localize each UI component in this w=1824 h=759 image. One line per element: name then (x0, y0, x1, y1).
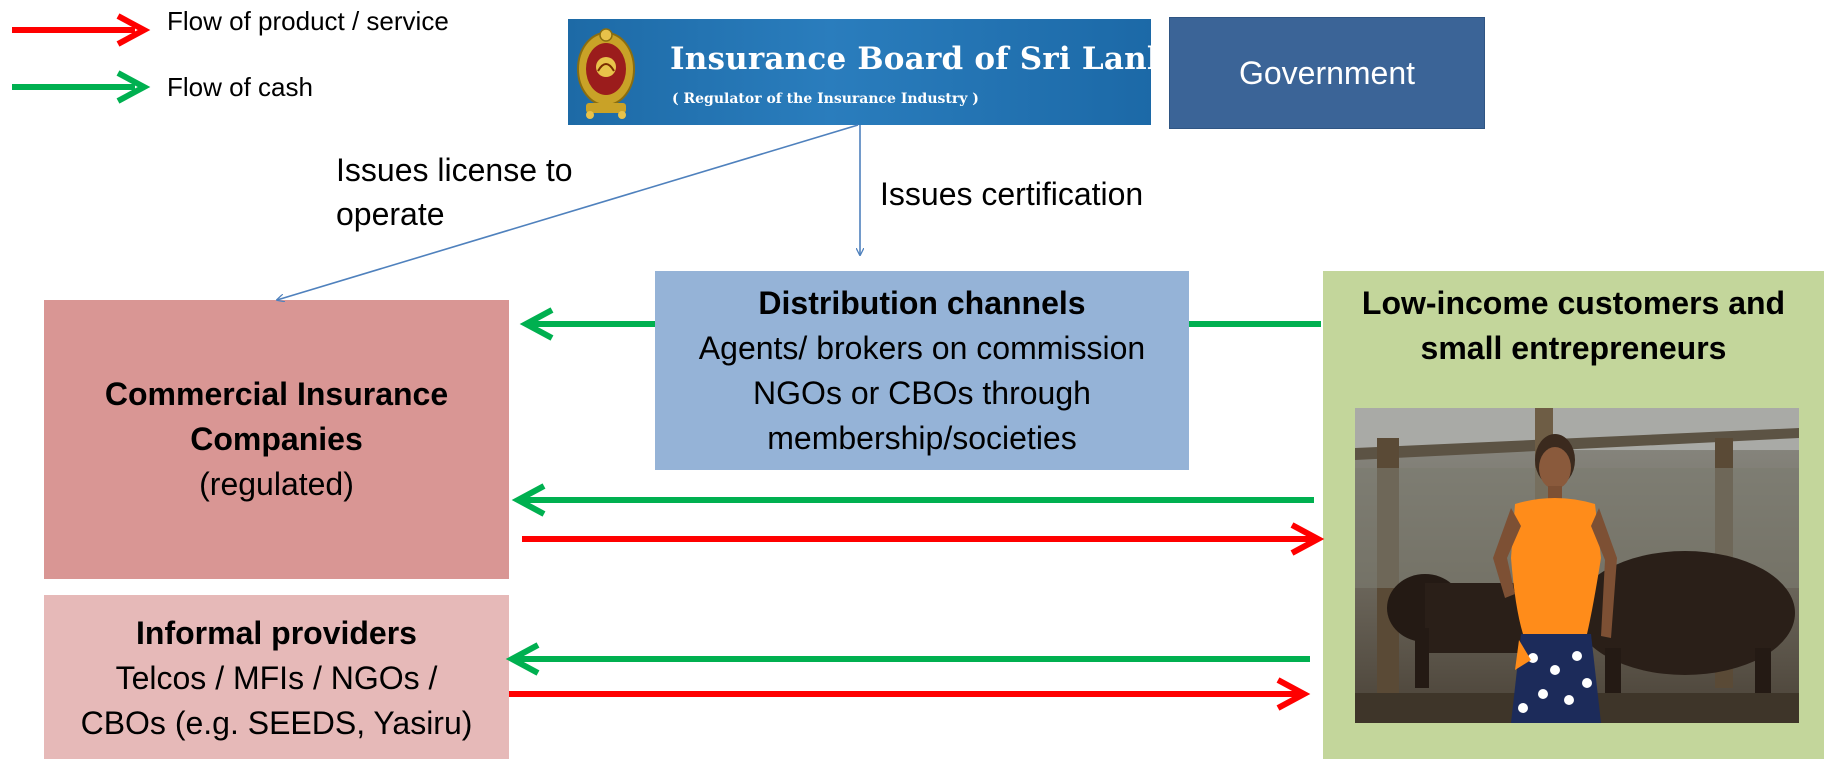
cash-arrow-customers-to-informal (505, 642, 1310, 676)
license-annotation-line-1: Issues license to (336, 152, 573, 188)
distribution-title: Distribution channels (758, 285, 1086, 321)
cash-arrow-customers-to-commercial (511, 483, 1314, 517)
regulator-title: Insurance Board of Sri Lanka (670, 41, 1189, 77)
informal-providers-box: Informal providers Telcos / MFIs / NGOs … (44, 595, 509, 759)
regulator-subtitle: ( Regulator of the Insurance Industry ) (672, 91, 979, 107)
legend-product-label: Flow of product / service (167, 6, 449, 36)
distribution-line-1: Agents/ brokers on commission (698, 330, 1146, 366)
commercial-title-line-1: Commercial Insurance (104, 376, 449, 412)
informal-title: Informal providers (136, 615, 417, 651)
sri-lanka-emblem-icon (577, 28, 635, 119)
government-label: Government (1238, 54, 1416, 91)
distribution-line-3: membership/societies (767, 420, 1077, 456)
legend-cash-arrow (12, 70, 151, 104)
distribution-channels-box: Distribution channels Agents/ brokers on… (655, 271, 1189, 470)
commercial-title-line-2: Companies (190, 421, 363, 457)
government-box: Government (1169, 17, 1485, 129)
customers-title-line-2: small entrepreneurs (1420, 330, 1727, 366)
certification-annotation: Issues certification (880, 176, 1144, 212)
customers-title-line-1: Low-income customers and (1361, 285, 1786, 321)
low-income-customers-box: Low-income customers and small entrepren… (1323, 271, 1824, 759)
license-annotation: Issues license to operate (336, 148, 573, 236)
legend-product-arrow (12, 13, 151, 47)
product-arrow-commercial-to-customers (522, 522, 1325, 556)
insurance-board-banner: Insurance Board of Sri Lanka ( Regulator… (568, 19, 1189, 125)
legend-cash-label: Flow of cash (167, 72, 313, 102)
distribution-line-2: NGOs or CBOs through (753, 375, 1091, 411)
woman-with-cattle-photo (1355, 408, 1799, 723)
license-annotation-line-2: operate (336, 196, 445, 232)
commercial-insurance-box: Commercial Insurance Companies (regulate… (44, 300, 509, 579)
informal-line-2: CBOs (e.g. SEEDS, Yasiru) (80, 705, 473, 741)
commercial-note: (regulated) (199, 466, 354, 502)
cash-arrow-distribution-to-commercial (519, 307, 655, 341)
product-arrow-informal-to-customers (509, 677, 1311, 711)
informal-line-1: Telcos / MFIs / NGOs / (115, 660, 438, 696)
